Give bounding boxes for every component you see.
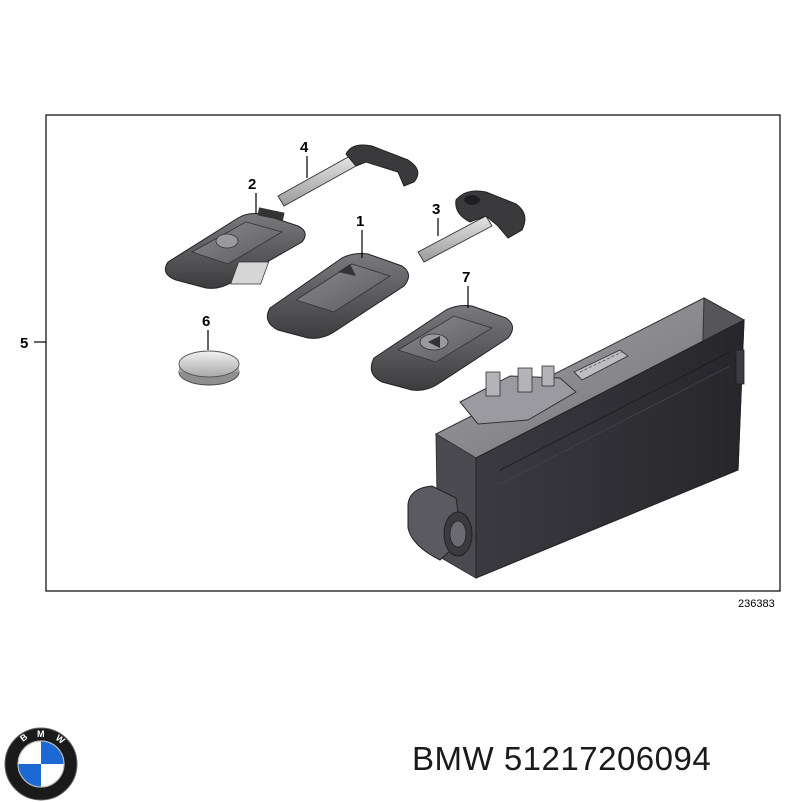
- callout-6: 6: [202, 313, 210, 330]
- control-module: [407, 297, 746, 579]
- key-fob-7: [370, 305, 513, 391]
- emergency-key-blade-3: [417, 190, 526, 263]
- drawing-number: 236383: [738, 598, 775, 610]
- key-fob-2: [164, 207, 306, 289]
- callout-2: 2: [248, 176, 256, 193]
- callout-4: 4: [300, 139, 309, 156]
- bmw-logo-icon: B M W: [4, 727, 78, 801]
- part-number: 51217206094: [503, 740, 712, 777]
- callout-3: 3: [432, 201, 440, 218]
- key-fob-1: [230, 253, 409, 339]
- brand-name: BMW: [412, 740, 495, 777]
- callout-5: 5: [20, 335, 28, 352]
- callout-7: 7: [462, 269, 470, 286]
- diagram-frame: [45, 114, 781, 592]
- svg-text:B: B: [18, 731, 30, 743]
- battery-cell-6: [178, 350, 240, 386]
- svg-text:M: M: [37, 729, 45, 739]
- part-number-label: BMW 51217206094: [412, 740, 711, 778]
- callout-1: 1: [356, 213, 364, 230]
- emergency-key-blade-4: [277, 144, 419, 207]
